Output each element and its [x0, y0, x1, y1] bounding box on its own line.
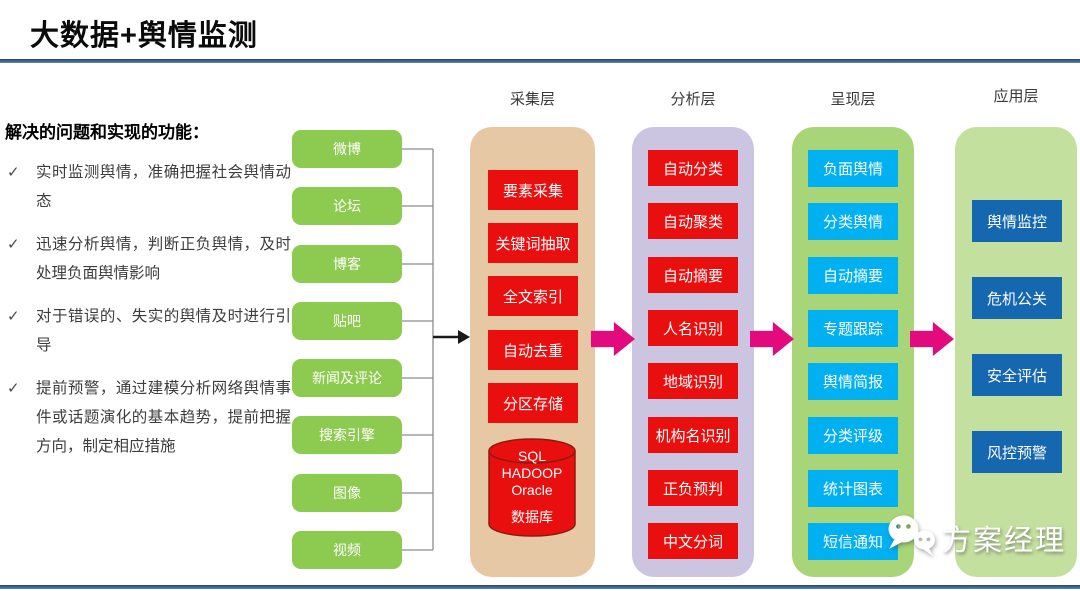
- layer-header-apply: 应用层: [993, 88, 1039, 105]
- list-item: ✓ 提前预警，通过建模分析网络舆情事件或话题演化的基本趋势，提前把握方向，制定相…: [5, 374, 291, 461]
- checkmark-icon: ✓: [7, 164, 20, 181]
- process-box: 自动聚类: [648, 203, 738, 239]
- source-box-forum: 论坛: [292, 187, 402, 225]
- checkmark-icon: ✓: [7, 380, 20, 397]
- list-item-text: 迅速分析舆情，判断正负舆情，及时处理负面舆情影响: [36, 236, 291, 282]
- watermark: 方案经理: [884, 513, 1066, 563]
- connector-lines: [402, 148, 470, 551]
- database-caption: 数据库: [511, 509, 553, 525]
- process-box: 自动摘要: [648, 257, 738, 293]
- list-item: ✓ 实时监测舆情，准确把握社会舆情动态: [5, 158, 291, 216]
- list-item-text: 对于错误的、失实的舆情及时进行引导: [36, 308, 291, 354]
- page-title: 大数据+舆情监测: [30, 20, 258, 52]
- application-box: 危机公关: [972, 277, 1062, 319]
- process-box: 自动分类: [648, 150, 738, 186]
- process-box: 要素采集: [488, 170, 578, 210]
- checkmark-icon: ✓: [7, 308, 20, 325]
- right-arrow-icon: [433, 330, 470, 344]
- source-box-blog: 博客: [292, 245, 402, 283]
- process-box: 关键词抽取: [488, 223, 578, 263]
- output-box: 分类舆情: [808, 203, 898, 240]
- layer-header-collect: 采集层: [509, 91, 555, 108]
- database-line: HADOOP: [501, 465, 563, 481]
- wechat-icon: [888, 515, 935, 556]
- application-box: 风控预警: [972, 431, 1062, 473]
- process-box: 全文索引: [488, 276, 578, 316]
- output-box: 舆情简报: [808, 363, 898, 400]
- layer-header-analyze: 分析层: [670, 91, 716, 108]
- output-box: 短信通知: [808, 523, 898, 560]
- layer-column-analyze: 自动分类 自动聚类 自动摘要 人名识别 地域识别 机构名识别 正负预判 中文分词: [632, 127, 754, 577]
- output-box: 专题跟踪: [808, 310, 898, 347]
- source-box-search: 搜索引擎: [292, 416, 402, 454]
- source-box-weibo: 微博: [292, 130, 402, 168]
- process-box: 地域识别: [648, 363, 738, 399]
- application-box: 安全评估: [972, 354, 1062, 396]
- left-panel-heading: 解决的问题和实现的功能：: [5, 123, 209, 142]
- source-box-image: 图像: [292, 474, 402, 512]
- output-box: 自动摘要: [808, 257, 898, 294]
- list-item-text: 实时监测舆情，准确把握社会舆情动态: [36, 164, 291, 210]
- database-cylinder: SQL HADOOP Oracle 数据库: [487, 438, 577, 538]
- watermark-text: 方案经理: [942, 525, 1067, 557]
- output-box: 负面舆情: [808, 150, 898, 187]
- layer-column-collect: 要素采集 关键词抽取 全文索引 自动去重 分区存储 SQL HADOOP Ora…: [470, 127, 595, 577]
- checkmark-icon: ✓: [7, 236, 20, 253]
- flow-arrow-icon: [750, 322, 794, 356]
- source-box-news: 新闻及评论: [292, 359, 402, 397]
- feature-list: ✓ 实时监测舆情，准确把握社会舆情动态 ✓ 迅速分析舆情，判断正负舆情，及时处理…: [5, 158, 291, 475]
- process-box: 分区存储: [488, 383, 578, 423]
- output-box: 统计图表: [808, 470, 898, 507]
- list-item: ✓ 对于错误的、失实的舆情及时进行引导: [5, 302, 291, 360]
- process-box: 自动去重: [488, 330, 578, 370]
- layer-column-present: 负面舆情 分类舆情 自动摘要 专题跟踪 舆情简报 分类评级 统计图表 短信通知: [792, 127, 914, 577]
- flow-arrow-icon: [910, 322, 954, 356]
- source-box-tieba: 贴吧: [292, 302, 402, 340]
- process-box: 机构名识别: [648, 417, 738, 453]
- source-box-video: 视频: [292, 531, 402, 569]
- process-box: 中文分词: [648, 523, 738, 559]
- list-item-text: 提前预警，通过建模分析网络舆情事件或话题演化的基本趋势，提前把握方向，制定相应措…: [36, 380, 291, 455]
- list-item: ✓ 迅速分析舆情，判断正负舆情，及时处理负面舆情影响: [5, 230, 291, 288]
- process-box: 正负预判: [648, 470, 738, 506]
- layer-column-apply: 舆情监控 危机公关 安全评估 风控预警: [955, 127, 1077, 577]
- database-icon: [488, 438, 576, 537]
- layer-header-present: 呈现层: [830, 91, 876, 108]
- database-text: SQL HADOOP Oracle 数据库: [487, 438, 577, 538]
- process-box: 人名识别: [648, 310, 738, 346]
- database-line: SQL: [517, 448, 546, 464]
- bottom-divider: [0, 585, 1080, 589]
- database-line: Oracle: [511, 482, 553, 498]
- output-box: 分类评级: [808, 417, 898, 454]
- title-divider: [0, 59, 1080, 63]
- application-box: 舆情监控: [972, 200, 1062, 242]
- flow-arrow-icon: [591, 322, 635, 356]
